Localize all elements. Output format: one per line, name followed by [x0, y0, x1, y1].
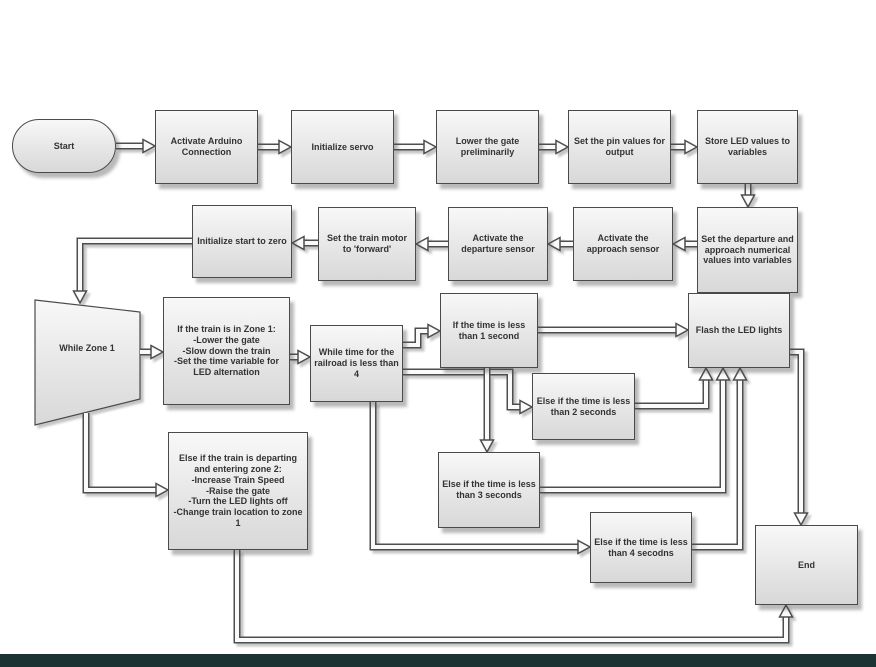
- flow-arrow: [116, 138, 157, 154]
- node-set-train-motor-forward: Set the train motor to 'forward': [318, 207, 416, 281]
- node-lower-gate-preliminarily: Lower the gate preliminarily: [436, 110, 539, 184]
- flow-arrow: [539, 139, 570, 155]
- flow-arrow: [479, 368, 495, 454]
- flow-arrow: [671, 139, 699, 155]
- node-if-train-in-zone1: If the train is in Zone 1: -Lower the ga…: [163, 297, 290, 405]
- flow-arrow: [546, 236, 573, 252]
- flow-arrow: [403, 368, 534, 415]
- flow-arrow: [790, 348, 809, 527]
- flow-arrow: [233, 550, 794, 644]
- node-store-led-values: Store LED values to variables: [697, 110, 798, 184]
- node-initialize-servo: Initialize servo: [291, 110, 394, 184]
- flow-arrow: [369, 402, 592, 555]
- node-set-pin-values: Set the pin values for output: [568, 110, 671, 184]
- while-zone1-shape: [34, 299, 141, 426]
- node-else-time-less-than-4: Else if the time is less than 4 secodns: [590, 512, 692, 583]
- node-flash-led-lights: Flash the LED lights: [688, 293, 790, 368]
- flow-arrow: [692, 366, 748, 551]
- flow-arrow: [140, 344, 165, 360]
- flow-arrow: [258, 139, 293, 155]
- node-start: Start: [12, 119, 116, 173]
- flow-arrow: [403, 323, 442, 349]
- node-else-time-less-than-3: Else if the time is less than 3 seconds: [438, 452, 540, 528]
- flow-arrow: [740, 184, 756, 209]
- bottom-dark-bar: [0, 654, 876, 667]
- flow-arrow: [290, 349, 312, 365]
- flow-arrow: [290, 235, 318, 251]
- node-activate-approach-sensor: Activate the approach sensor: [573, 207, 673, 281]
- node-else-train-departing: Else if the train is departing and enter…: [168, 432, 308, 550]
- node-end: End: [755, 525, 858, 605]
- flow-arrow: [671, 236, 697, 252]
- node-else-time-less-than-2: Else if the time is less than 2 seconds: [532, 373, 635, 440]
- node-initialize-start-zero: Initialize start to zero: [192, 205, 292, 278]
- flow-arrow: [414, 236, 448, 252]
- node-while-zone1-label: While Zone 1: [59, 343, 115, 353]
- flow-arrow: [538, 322, 690, 338]
- node-while-time-less-than-4: While time for the railroad is less than…: [310, 325, 403, 402]
- node-activate-arduino-connection: Activate Arduino Connection: [155, 110, 258, 184]
- flow-arrow: [82, 413, 170, 498]
- node-activate-departure-sensor: Activate the departure sensor: [448, 207, 548, 281]
- flow-arrow: [540, 366, 731, 494]
- node-if-time-less-than-1: If the time is less than 1 second: [440, 293, 538, 368]
- flow-arrow: [72, 237, 192, 305]
- flow-arrow: [635, 366, 714, 410]
- node-set-departure-approach-values: Set the departure and approach numerical…: [697, 207, 798, 293]
- flow-arrow: [394, 139, 438, 155]
